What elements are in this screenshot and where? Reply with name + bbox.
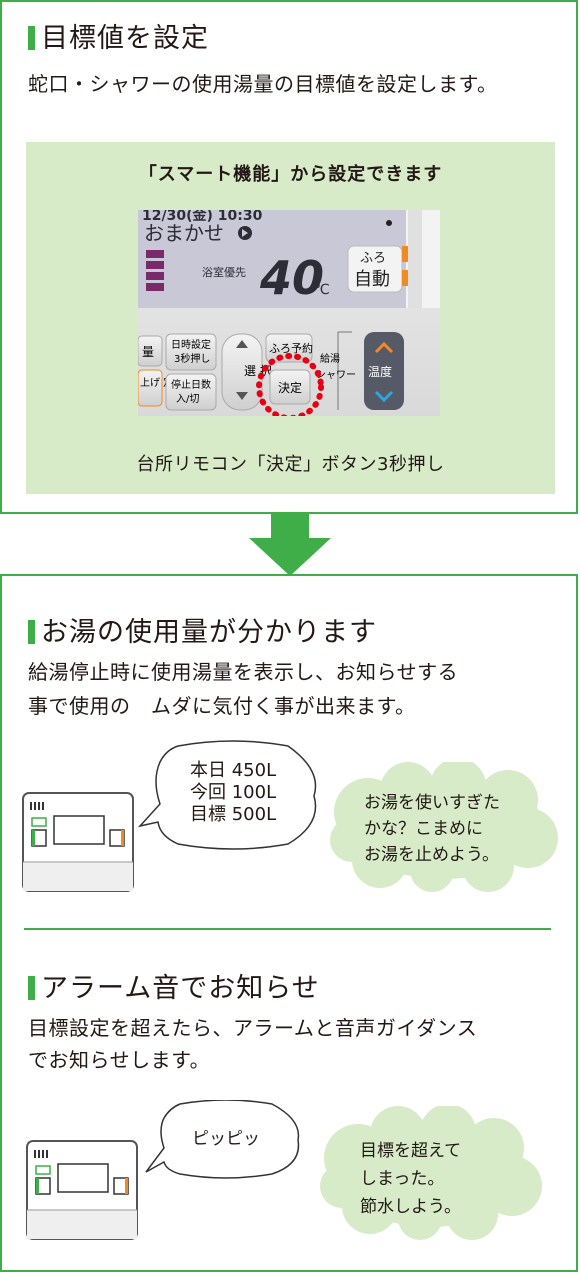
speech-bubble — [145, 1100, 300, 1179]
cloud-line: しまった。 — [360, 1169, 445, 1189]
heading-marker-icon — [28, 620, 35, 644]
temp-button-label: 温度 — [368, 364, 392, 379]
remote-display: 12/30(金) 10:30 おまかせ 浴室優先 40 ℃ — [142, 210, 330, 305]
alarm-desc-line2: でお知らせします。 — [28, 1048, 211, 1072]
target-setting-section: 目標値を設定 蛇口・シャワーの使用湯量の目標値を設定します。 「スマート機能」か… — [0, 0, 578, 514]
usage-heading: お湯の使用量が分かります — [28, 616, 377, 650]
heading-marker-icon — [28, 976, 35, 1000]
usage-desc-line1: 給湯停止時に使用湯量を表示し、お知らせする — [28, 660, 459, 684]
display-mode: おまかせ — [144, 221, 224, 245]
section-description: 蛇口・シャワーの使用湯量の目標値を設定します。 — [28, 72, 498, 96]
cloud-line: お湯を止めよう。 — [364, 845, 499, 865]
remote-partial-button-bottom: 上げ 定 — [140, 376, 173, 389]
set-time-button-label2: 3秒押し — [174, 352, 210, 365]
cloud-line: 目標を超えて — [360, 1141, 462, 1161]
remote-icon — [26, 1140, 138, 1240]
cloud-line: お湯を使いすぎた — [364, 793, 500, 813]
display-temperature: 40 — [259, 251, 324, 305]
stop-days-button-label: 停止日数 — [171, 378, 211, 391]
furo-reserve-button-label: ふろ予約 — [269, 341, 313, 355]
bubble-line: 今回 100L — [190, 782, 277, 803]
cloud-line: 節水しよう。 — [360, 1197, 461, 1217]
display-unit: ℃ — [314, 282, 330, 298]
set-time-button-label: 日時設定 — [171, 338, 211, 351]
decide-button-highlight — [256, 353, 324, 416]
alarm-heading: アラーム音でお知らせ — [28, 972, 320, 1006]
panel-title: 「スマート機能」から設定できます — [138, 164, 443, 185]
section-divider — [24, 928, 551, 930]
speech-bubble — [138, 740, 317, 850]
thought-cloud — [330, 762, 558, 892]
display-priority: 浴室優先 — [202, 265, 246, 279]
furo-label: ふろ — [360, 251, 386, 266]
display-date: 12/30(金) 10:30 — [142, 210, 263, 224]
smart-function-panel: 「スマート機能」から設定できます 12/30(金) 10:30 おまかせ — [26, 142, 555, 494]
usage-desc-line2: 事で使用の ムダに気付く事が出来ます。 — [28, 694, 416, 718]
stop-days-button-label2: 入/切 — [176, 393, 199, 405]
usage-and-alarm-section: お湯の使用量が分かります 給湯停止時に使用湯量を表示し、お知らせする 事で使用の… — [0, 574, 578, 1272]
bubble-line: 目標 500L — [190, 804, 277, 825]
remote-controller-image: 12/30(金) 10:30 おまかせ 浴室優先 40 ℃ ふろ 自動 量 — [138, 210, 440, 416]
thought-cloud — [320, 1106, 542, 1240]
heading-marker-icon — [28, 26, 35, 50]
decide-button-label: 決定 — [278, 380, 302, 395]
remote-icon — [22, 792, 134, 892]
down-arrow-icon — [249, 514, 331, 576]
bubble-line: 本日 450L — [190, 760, 277, 781]
auto-label: 自動 — [354, 269, 390, 290]
shower-button-label: シャワー — [316, 370, 356, 381]
remote-partial-button-top: 量 — [142, 345, 154, 359]
cloud-line: かな？こまめに — [364, 819, 483, 839]
alarm-desc-line1: 目標設定を超えたら、アラームと音声ガイダンス — [28, 1016, 478, 1040]
alarm-sound-text: ピッピッ — [192, 1129, 260, 1149]
panel-caption: 台所リモコン「決定」ボタン3秒押し — [136, 454, 445, 475]
kyuto-button-label: 給湯 — [320, 352, 340, 365]
section-heading: 目標値を設定 — [28, 22, 209, 56]
